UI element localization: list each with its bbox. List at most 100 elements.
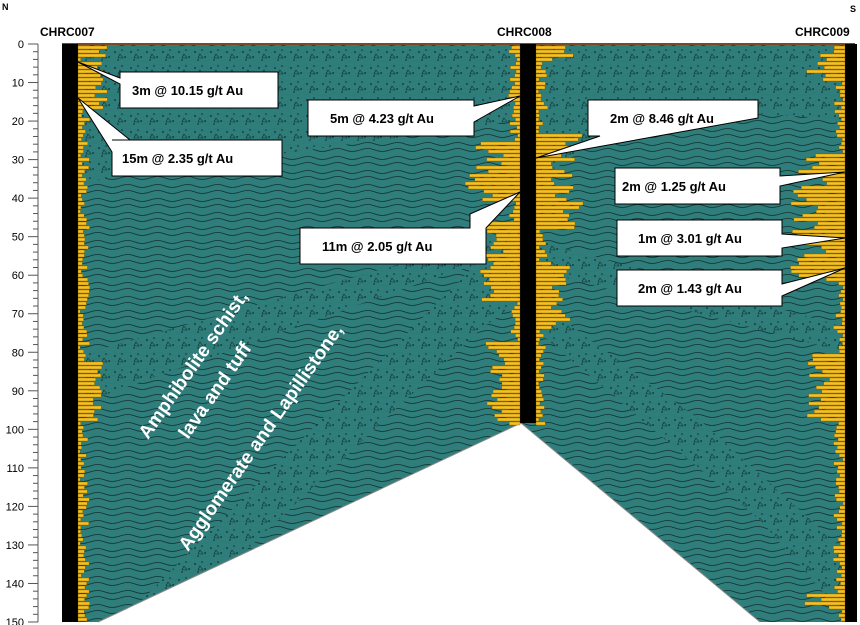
assay-bar	[77, 561, 90, 566]
assay-bar	[808, 401, 846, 406]
assay-bar	[535, 185, 574, 190]
drillhole-chrc009	[845, 44, 857, 622]
assay-bar	[511, 45, 521, 50]
assay-bar	[820, 397, 846, 402]
agglomerate-band-right-lower	[536, 300, 855, 600]
assay-bar	[77, 437, 89, 442]
assay-bar	[839, 473, 846, 478]
assay-bar	[77, 169, 85, 174]
assay-bar	[77, 93, 95, 98]
assay-bar	[535, 333, 544, 338]
callout-box	[616, 219, 846, 257]
assay-bar	[491, 405, 521, 410]
assay-bar	[791, 269, 846, 274]
assay-bar	[841, 573, 846, 578]
depth-tick-label: 130	[6, 540, 24, 552]
assay-bar	[492, 389, 521, 394]
assay-bar	[77, 77, 104, 82]
assay-bar	[535, 289, 560, 294]
assay-bar	[841, 529, 846, 534]
assay-bar	[535, 285, 553, 290]
assay-bar	[77, 609, 85, 614]
callout-text: 15m @ 2.35 g/t Au	[122, 151, 233, 166]
assay-bar	[77, 613, 86, 618]
assay-bar	[77, 81, 102, 86]
assay-bar	[842, 285, 846, 290]
drillhole-chrc007	[62, 44, 78, 622]
assay-bar	[817, 205, 846, 210]
agglomerate-band-secondary	[62, 230, 520, 410]
assay-bar	[535, 269, 567, 274]
assay-bar	[821, 389, 846, 394]
assay-bar	[535, 109, 540, 114]
assay-bar	[805, 157, 846, 162]
assay-bar	[809, 373, 846, 378]
assay-bar	[77, 417, 99, 422]
assay-bar	[485, 341, 521, 346]
assay-bar	[834, 585, 846, 590]
assay-bar	[77, 217, 87, 222]
assay-bar	[77, 49, 100, 54]
assay-bar	[77, 485, 85, 490]
assay-bar	[535, 49, 565, 54]
assay-bar	[513, 105, 521, 110]
assay-bar	[493, 241, 521, 246]
assay-bar	[535, 249, 546, 254]
assay-bar	[836, 133, 846, 138]
assay-bar	[77, 45, 108, 50]
assay-bar	[838, 509, 846, 514]
assay-bar	[77, 421, 81, 426]
callout-box	[614, 167, 846, 205]
assay-bar	[513, 109, 521, 114]
assay-bar	[77, 109, 83, 114]
assay-bar	[833, 45, 846, 50]
assay-bar	[517, 337, 521, 342]
assay-bar	[509, 421, 521, 426]
callout-box	[535, 99, 759, 159]
assay-bar	[535, 317, 571, 322]
assay-bar	[814, 409, 846, 414]
header-strip	[0, 0, 860, 40]
assay-bar	[510, 65, 521, 70]
north-label: N	[2, 2, 9, 12]
assay-bar	[814, 225, 846, 230]
assay-bar	[77, 189, 87, 194]
assay-bar	[513, 325, 521, 330]
assay-bar	[77, 137, 82, 142]
assay-bar	[842, 297, 846, 302]
assay-bar	[77, 165, 89, 170]
assay-bar	[515, 333, 521, 338]
assay-bar	[535, 377, 544, 382]
assay-bar	[77, 373, 102, 378]
assay-bar	[535, 85, 546, 90]
intercept-callouts: 3m @ 10.15 g/t Au 15m @ 2.35 g/t Au 5m @…	[77, 61, 846, 307]
assay-bar	[840, 541, 846, 546]
assay-bar	[793, 189, 846, 194]
assay-bar	[511, 309, 521, 314]
assay-bar	[497, 417, 521, 422]
assay-bar	[77, 533, 83, 538]
assay-bar	[535, 281, 567, 286]
assay-bar	[535, 233, 543, 238]
assay-bar	[501, 161, 521, 166]
assay-bar	[535, 409, 542, 414]
assay-bar	[77, 465, 82, 470]
callout-box	[299, 191, 521, 265]
assay-bar	[77, 297, 88, 302]
assay-bar	[77, 397, 94, 402]
assay-bar	[837, 589, 846, 594]
assay-bar	[837, 121, 846, 126]
assay-bar	[77, 353, 87, 358]
assay-bar	[77, 441, 82, 446]
drillhole-chrc008	[520, 44, 536, 423]
assay-bar	[833, 325, 846, 330]
assay-bar	[833, 513, 846, 518]
assay-bar	[514, 53, 521, 58]
assay-bar	[517, 133, 521, 138]
assay-bar	[77, 381, 95, 386]
assay-bar	[792, 229, 846, 234]
depth-tick-label: 30	[12, 155, 24, 167]
depth-tick-label: 40	[12, 193, 24, 205]
assay-bar	[535, 93, 542, 98]
assay-bar	[535, 305, 552, 310]
